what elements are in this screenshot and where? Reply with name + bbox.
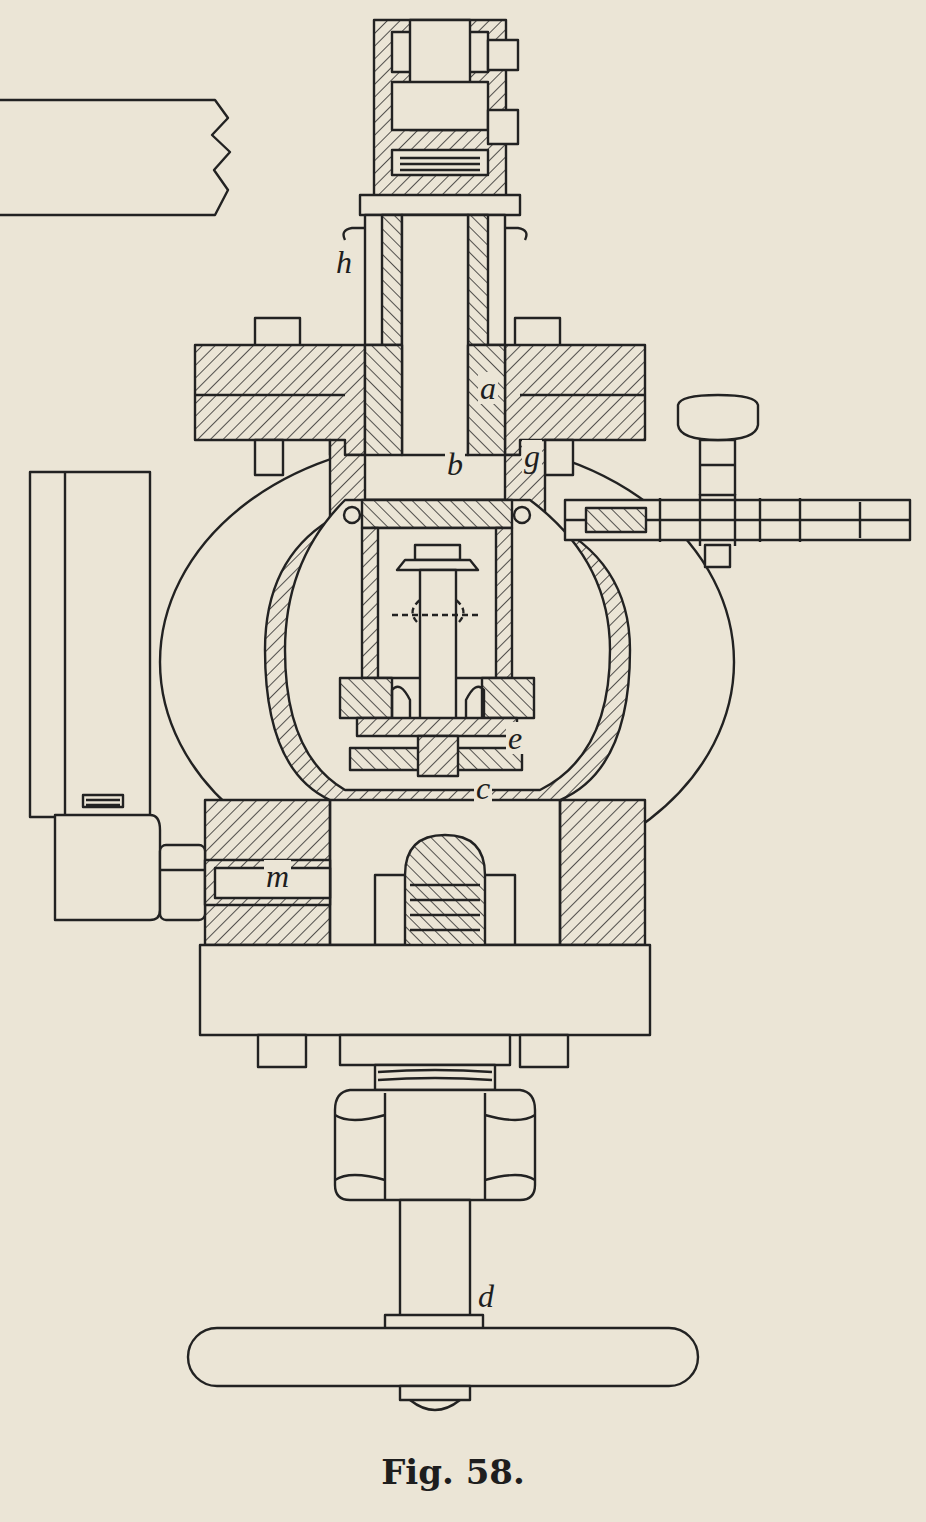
- part-letter: h: [334, 246, 354, 278]
- part-letter: g: [522, 440, 542, 472]
- part-letter: e: [506, 722, 524, 754]
- part-letter: c: [474, 772, 492, 804]
- figure-caption: Fig. 58.: [381, 1455, 525, 1489]
- part-letter: b: [445, 448, 465, 480]
- part-letter: d: [476, 1280, 496, 1312]
- part-letter: m: [264, 860, 291, 892]
- part-letter: a: [478, 372, 498, 404]
